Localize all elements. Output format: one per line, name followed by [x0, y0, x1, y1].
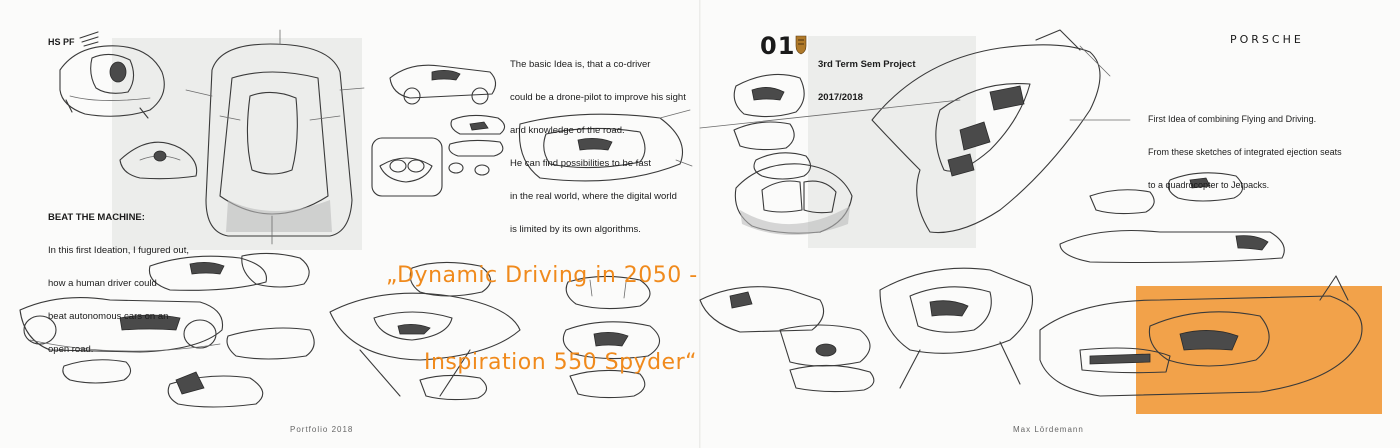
footer-right: Max Lördemann	[1013, 425, 1084, 434]
sketch-car-bottom-1	[19, 296, 224, 353]
sketch-car-topleft	[59, 45, 165, 119]
intro-line: in the real world, where the digital wor…	[510, 191, 677, 202]
intro-line: is limited by its own algorithms.	[510, 224, 641, 235]
project-number: 01	[760, 32, 796, 60]
sketch-car-bottom-3	[62, 327, 315, 408]
beat-line: how a human driver could	[48, 278, 157, 289]
sketch-car-side-top	[389, 64, 497, 105]
sketch-car-right-front	[734, 163, 853, 235]
sketch-car-mini-1	[448, 114, 506, 157]
beat-line: beat autonomous cars on an	[48, 311, 169, 322]
sketch-car-right-bottom-1	[699, 286, 875, 393]
sketch-car-right-small	[753, 152, 812, 180]
sketch-car-front-wheels	[371, 137, 490, 197]
sketch-car-bottom-2	[148, 252, 310, 291]
idea-line: First Idea of combining Flying and Drivi…	[1148, 114, 1317, 124]
sketch-car-big-topview	[699, 29, 1131, 234]
beat-the-machine-block: BEAT THE MACHINE: In this first Ideation…	[48, 190, 189, 377]
tagline-line-1: „Dynamic Driving in 2050 -	[386, 263, 698, 288]
intro-line: and knowledge of the road.	[510, 125, 625, 136]
brand-wordmark: PORSCHE	[1230, 33, 1304, 46]
beat-line: open road.	[48, 344, 94, 355]
intro-line: could be a drone-pilot to improve his si…	[510, 92, 686, 103]
idea-line: From these sketches of integrated ejecti…	[1148, 147, 1342, 157]
tagline: „Dynamic Driving in 2050 - Inspiration 5…	[386, 203, 698, 435]
intro-line: The basic Idea is, that a co-driver	[510, 59, 651, 70]
sketch-car-bottom-4	[329, 261, 521, 401]
beat-title: BEAT THE MACHINE:	[48, 212, 145, 223]
sketch-car-small-left	[119, 141, 198, 180]
page-gutter	[699, 0, 701, 448]
project-header: 3rd Term Sem Project 2017/2018	[818, 37, 916, 125]
sketch-car-right-bottom-2	[879, 267, 1034, 389]
intro-line: He can find possibilities to be fast	[510, 158, 651, 169]
hs-tag: HS PF	[48, 37, 75, 47]
idea-paragraph: First Idea of combining Flying and Drivi…	[1148, 92, 1342, 213]
footer-left: Portfolio 2018	[290, 425, 354, 434]
sketch-car-right-mid	[1059, 172, 1285, 264]
sketch-seat-top	[733, 73, 805, 151]
hs-logo-icon	[79, 31, 99, 47]
beat-line: In this first Ideation, I fugured out,	[48, 245, 189, 256]
sketch-car-orange-block	[1039, 275, 1363, 397]
sketch-car-bottom-5	[562, 275, 661, 399]
sketch-porsche-crest-icon	[795, 35, 807, 55]
project-title: 3rd Term Sem Project	[818, 59, 916, 70]
intro-paragraph: The basic Idea is, that a co-driver coul…	[510, 37, 686, 257]
sketch-car-topview	[185, 29, 365, 245]
orange-highlight-block	[1136, 286, 1382, 414]
tagline-line-2: Inspiration 550 Spyder“	[424, 350, 698, 375]
idea-line: to a quadrocopter to Jetpacks.	[1148, 180, 1270, 190]
sketch-car-topview-2	[518, 109, 693, 182]
project-years: 2017/2018	[818, 92, 863, 103]
